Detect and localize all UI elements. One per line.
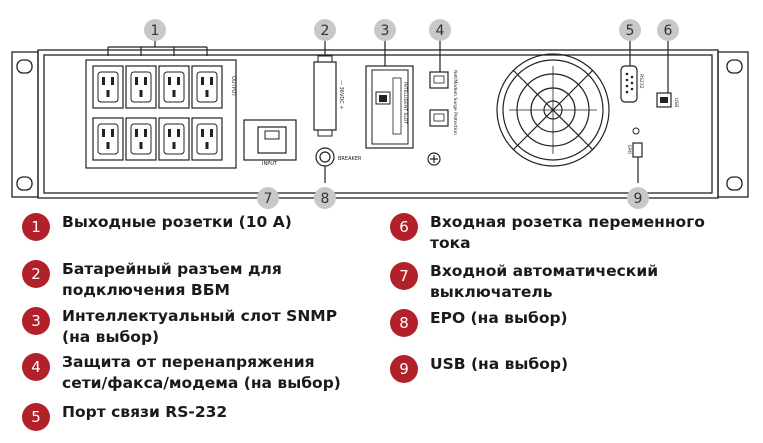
output-outlet — [92, 117, 124, 161]
input-socket — [257, 126, 287, 154]
callout-9: 9 — [627, 187, 649, 209]
breaker-label: BREAKER — [338, 156, 362, 162]
callout-number: 9 — [634, 191, 643, 207]
cooling-fan — [496, 53, 610, 167]
ups-rear-panel-diagram: OUTPUT INPUT — 36VDC + BREAKER INTELLIGE… — [11, 19, 749, 209]
input-socket-frame — [243, 119, 297, 161]
legend-badge: 6 — [390, 213, 418, 241]
callout-2: 2 — [314, 19, 336, 41]
callout-number: 2 — [321, 23, 330, 39]
callout-3: 3 — [374, 19, 396, 41]
callout-number: 3 — [381, 23, 390, 39]
network-port-1 — [429, 71, 449, 89]
legend-badge: 2 — [22, 260, 50, 288]
callout-markers: 1 2 3 4 5 6 7 8 9 — [144, 19, 679, 209]
chassis-outline — [37, 49, 719, 199]
rs232-label: RS232 — [638, 74, 644, 89]
legend-badge: 3 — [22, 307, 50, 335]
legend-text: USB (на выбор) — [430, 355, 569, 373]
legend-item-1: 1 Выходные розетки (10 А) — [22, 213, 372, 253]
callout-number: 4 — [436, 23, 445, 39]
breaker-knob — [315, 147, 335, 167]
left-rack-ear — [11, 51, 39, 198]
legend-badge: 9 — [390, 355, 418, 383]
epo-connector — [632, 142, 643, 158]
legend-badge: 7 — [390, 262, 418, 290]
legend-badge: 5 — [22, 403, 50, 431]
network-port-2 — [429, 109, 449, 127]
output-outlet — [92, 65, 124, 109]
ground-symbol — [427, 152, 441, 166]
callout-number: 7 — [264, 191, 273, 207]
callout-number: 6 — [664, 23, 673, 39]
output-outlets — [92, 65, 223, 161]
callout-5: 5 — [619, 19, 641, 41]
legend-badge: 8 — [390, 309, 418, 337]
right-rack-ear — [717, 51, 749, 198]
callout-1: 1 — [144, 19, 166, 41]
callout-6: 6 — [657, 19, 679, 41]
snmp-slot — [365, 65, 414, 149]
legend-text: Выходные розетки (10 А) — [62, 213, 292, 231]
output-outlet — [191, 117, 223, 161]
callout-4: 4 — [429, 19, 451, 41]
legend-text: Интеллектуальный слот SNMP(на выбор) — [62, 307, 338, 346]
legend-badge: 4 — [22, 353, 50, 381]
input-label: INPUT — [262, 161, 278, 167]
legend-badge: 1 — [22, 213, 50, 241]
legend-text: Порт связи RS-232 — [62, 403, 228, 421]
legend-text: EPO (на выбор) — [430, 309, 568, 327]
legend-item-9: 9 USB (на выбор) — [390, 355, 750, 395]
usb-port — [656, 92, 672, 108]
legend-item-8: 8 EPO (на выбор) — [390, 309, 750, 349]
output-outlet — [191, 65, 223, 109]
legend-item-5: 5 Порт связи RS-232 — [22, 403, 372, 443]
output-outlet — [158, 65, 190, 109]
epo-label: EPO — [626, 145, 632, 155]
snmp-label: INTELLIGENT SLOT — [402, 82, 408, 124]
callout-number: 8 — [321, 191, 330, 207]
output-label: OUTPUT — [230, 76, 236, 97]
callout-number: 1 — [151, 23, 160, 39]
output-outlet — [158, 117, 190, 161]
battery-connector — [313, 61, 337, 131]
output-outlet — [125, 65, 157, 109]
callout-7: 7 — [257, 187, 279, 209]
callout-number: 5 — [626, 23, 635, 39]
output-outlet — [125, 117, 157, 161]
battery-label: — 36VDC + — [338, 80, 344, 110]
legend-item-3: 3 Интеллектуальный слот SNMP(на выбор) — [22, 307, 372, 347]
network-label: Net/Modem Surge Protection — [452, 70, 458, 135]
usb-label: USB — [673, 98, 679, 107]
callout-8: 8 — [314, 187, 336, 209]
rs232-port — [620, 65, 638, 103]
